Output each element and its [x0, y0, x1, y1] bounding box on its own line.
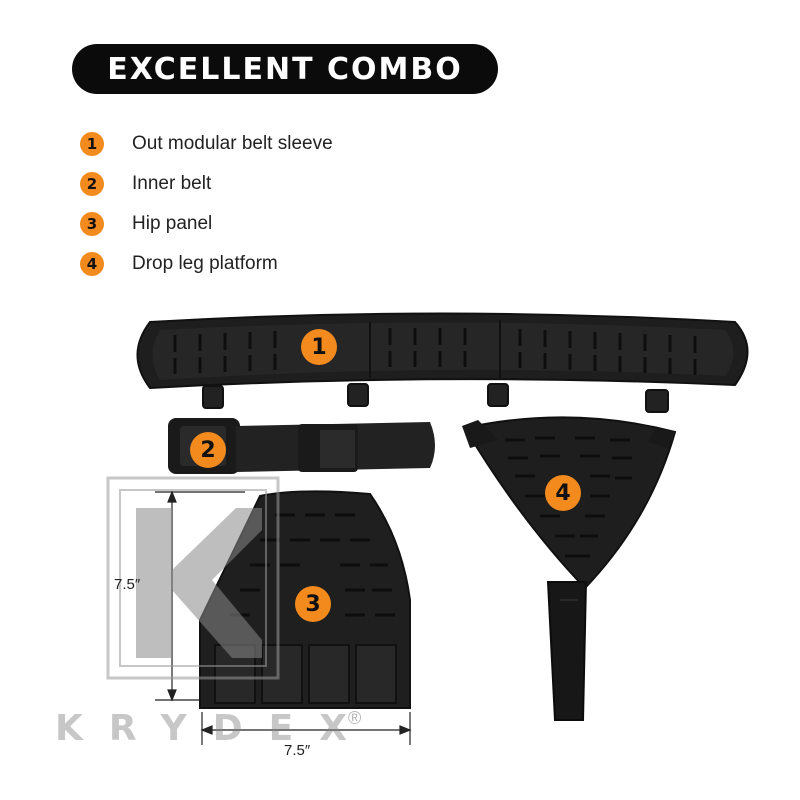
legend-item-2: 2 Inner belt	[80, 164, 333, 204]
registered-mark: ®	[348, 708, 362, 728]
legend-item-4: 4 Drop leg platform	[80, 244, 333, 284]
drop-leg-platform-image	[462, 416, 677, 721]
marker-4: 4	[545, 475, 581, 511]
legend-label-1: Out modular belt sleeve	[132, 133, 333, 154]
legend-item-1: 1 Out modular belt sleeve	[80, 124, 333, 164]
marker-3: 3	[295, 586, 331, 622]
component-legend: 1 Out modular belt sleeve 2 Inner belt 3…	[80, 124, 333, 284]
legend-label-3: Hip panel	[132, 213, 213, 234]
number-badge-2: 2	[80, 172, 104, 196]
number-badge-3: 3	[80, 212, 104, 236]
legend-item-3: 3 Hip panel	[80, 204, 333, 244]
legend-label-2: Inner belt	[132, 173, 212, 194]
krydex-logo-watermark	[106, 476, 280, 680]
marker-2: 2	[190, 432, 226, 468]
number-badge-1: 1	[80, 132, 104, 156]
belt-sleeve-image	[136, 312, 749, 413]
marker-1: 1	[301, 329, 337, 365]
title-banner: EXCELLENT COMBO	[72, 44, 498, 94]
number-badge-4: 4	[80, 252, 104, 276]
legend-label-4: Drop leg platform	[132, 253, 278, 274]
width-dimension: 7.5″	[284, 742, 311, 759]
brand-watermark-text: KRYDEX	[55, 708, 373, 749]
height-dimension: 7.5″	[114, 576, 141, 593]
page-title: EXCELLENT COMBO	[107, 51, 463, 87]
